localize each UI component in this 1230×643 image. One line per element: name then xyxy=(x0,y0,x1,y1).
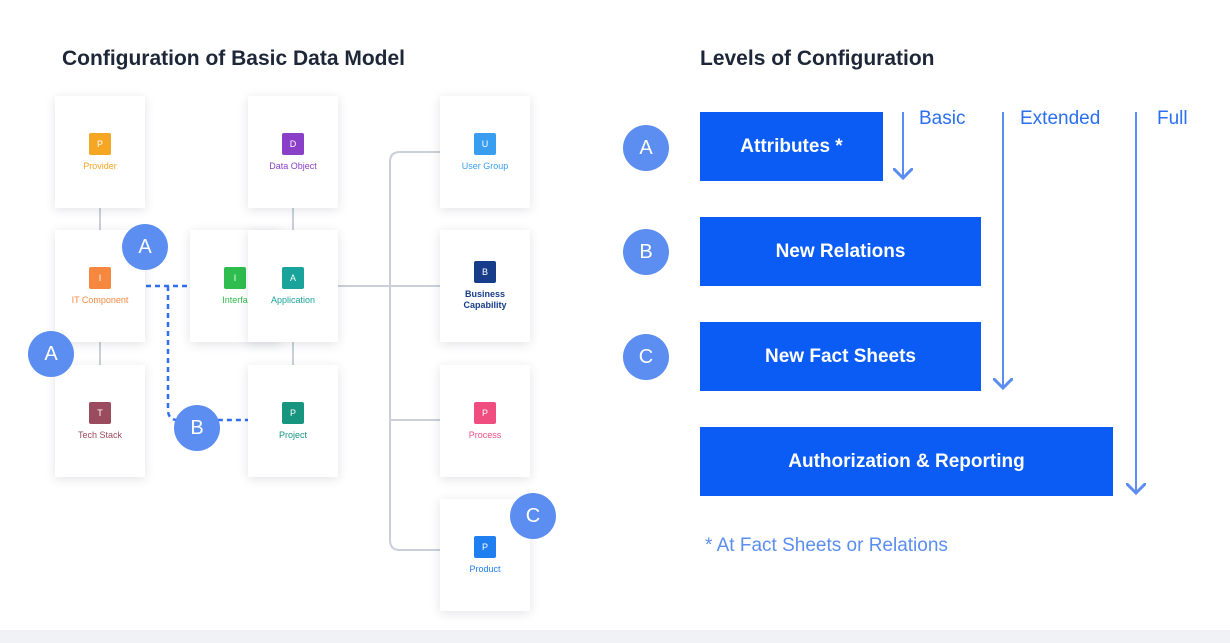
data-object-badge: D xyxy=(282,132,304,155)
level-marker-c: C xyxy=(623,334,669,380)
card-process: P Process xyxy=(440,365,530,477)
marker-b: B xyxy=(174,405,220,451)
diagram-title: Configuration of Basic Data Model xyxy=(62,47,406,70)
card-label: Process xyxy=(468,429,502,440)
card-label: Tech Stack xyxy=(77,429,123,440)
card-label: User Group xyxy=(461,160,509,171)
level-new-relations: New Relations xyxy=(700,217,981,286)
provider-badge: P xyxy=(89,132,111,155)
project-badge: P xyxy=(282,401,304,424)
user-group-badge: U xyxy=(474,132,496,155)
card-label: Data Object xyxy=(269,160,317,171)
level-head-full: Full xyxy=(1157,108,1188,129)
marker-c: C xyxy=(510,493,556,539)
bottom-band xyxy=(0,630,1230,643)
card-data-object: D Data Object xyxy=(248,96,338,208)
business-capability-badge: B xyxy=(474,261,496,283)
card-label: Provider xyxy=(83,160,117,171)
levels-title: Levels of Configuration xyxy=(700,47,935,70)
card-label: Project xyxy=(278,429,307,440)
card-label: Interfa xyxy=(222,294,248,305)
process-badge: P xyxy=(474,401,496,424)
level-authorization-reporting: Authorization & Reporting xyxy=(700,427,1113,496)
level-head-extended: Extended xyxy=(1020,108,1101,129)
marker-a-it-component: A xyxy=(122,224,168,270)
marker-a-tech-stack: A xyxy=(28,331,74,377)
it-component-badge: I xyxy=(89,266,111,289)
card-project: P Project xyxy=(248,365,338,477)
product-badge: P xyxy=(474,535,496,558)
card-label: Business Capability xyxy=(463,289,507,310)
level-marker-a: A xyxy=(623,125,669,171)
application-badge: A xyxy=(282,266,304,289)
footnote: * At Fact Sheets or Relations xyxy=(705,535,948,556)
card-it-component: I IT Component xyxy=(55,230,145,342)
card-user-group: U User Group xyxy=(440,96,530,208)
card-label: Product xyxy=(469,563,501,574)
card-provider: P Provider xyxy=(55,96,145,208)
level-head-basic: Basic xyxy=(919,108,966,129)
card-application: A Application xyxy=(248,230,338,342)
tech-stack-badge: T xyxy=(89,401,111,424)
level-marker-b: B xyxy=(623,229,669,275)
level-new-fact-sheets: New Fact Sheets xyxy=(700,322,981,391)
card-business-capability: B Business Capability xyxy=(440,230,530,342)
level-attributes: Attributes * xyxy=(700,112,883,181)
card-tech-stack: T Tech Stack xyxy=(55,365,145,477)
card-label: IT Component xyxy=(71,294,129,305)
card-label: Application xyxy=(270,294,316,305)
interface-badge: I xyxy=(224,266,246,289)
